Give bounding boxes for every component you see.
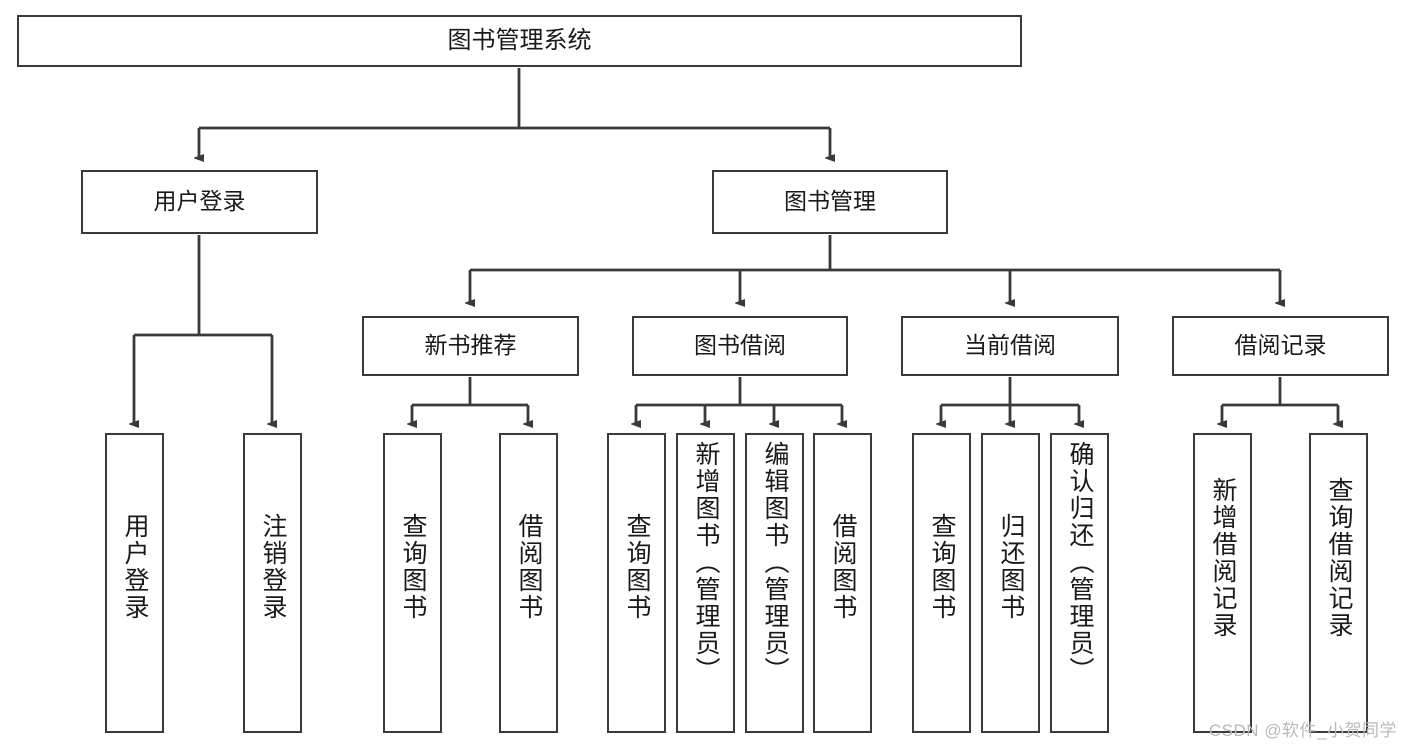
node-label: 图书管理系统 [447,26,592,54]
leaf-logout[interactable]: 注销登录 [243,433,302,733]
node-label: 查询图书 [928,513,956,621]
leaf-return-book[interactable]: 归还图书 [981,433,1040,733]
node-label: 图书管理 [784,188,876,215]
node-label: 注销登录 [259,513,287,621]
node-label: 查询图书 [399,513,427,621]
leaf-query-borrow-record[interactable]: 查询借阅记录 [1309,433,1368,733]
node-label: 编辑图书（管理员） [761,441,789,684]
node-label: 借阅图书 [515,513,543,621]
node-label: 查询图书 [623,513,651,621]
leaf-query-book-borrow[interactable]: 查询图书 [607,433,666,733]
node-label: 用户登录 [121,513,149,621]
node-book-management[interactable]: 图书管理 [712,170,948,234]
node-label: 图书借阅 [694,332,786,359]
node-label: 查询借阅记录 [1325,477,1353,639]
node-new-book-recommend[interactable]: 新书推荐 [362,316,579,376]
node-label: 归还图书 [997,513,1025,621]
csdn-watermark: CSDN @软件_小贺同学 [1208,721,1397,740]
leaf-borrow-book[interactable]: 借阅图书 [813,433,872,733]
leaf-borrow-book-recommend[interactable]: 借阅图书 [499,433,558,733]
node-current-borrow[interactable]: 当前借阅 [901,316,1119,376]
node-book-management-system[interactable]: 图书管理系统 [17,15,1022,67]
node-label: 当前借阅 [964,332,1056,359]
leaf-user-login[interactable]: 用户登录 [105,433,164,733]
node-label: 新增图书（管理员） [692,441,720,684]
node-label: 借阅记录 [1234,332,1327,359]
leaf-edit-book-admin[interactable]: 编辑图书（管理员） [745,433,804,733]
node-label: 借阅图书 [829,513,857,621]
node-label: 确认归还（管理员） [1066,441,1094,684]
node-user-login[interactable]: 用户登录 [81,170,318,234]
node-borrow-record[interactable]: 借阅记录 [1172,316,1389,376]
leaf-query-book-current[interactable]: 查询图书 [912,433,971,733]
leaf-add-book-admin[interactable]: 新增图书（管理员） [676,433,735,733]
node-label: 用户登录 [153,188,246,215]
node-book-borrow[interactable]: 图书借阅 [632,316,848,376]
leaf-add-borrow-record[interactable]: 新增借阅记录 [1193,433,1252,733]
leaf-confirm-return-admin[interactable]: 确认归还（管理员） [1050,433,1109,733]
node-label: 新书推荐 [424,332,517,359]
leaf-query-book-recommend[interactable]: 查询图书 [383,433,442,733]
node-label: 新增借阅记录 [1209,477,1237,639]
